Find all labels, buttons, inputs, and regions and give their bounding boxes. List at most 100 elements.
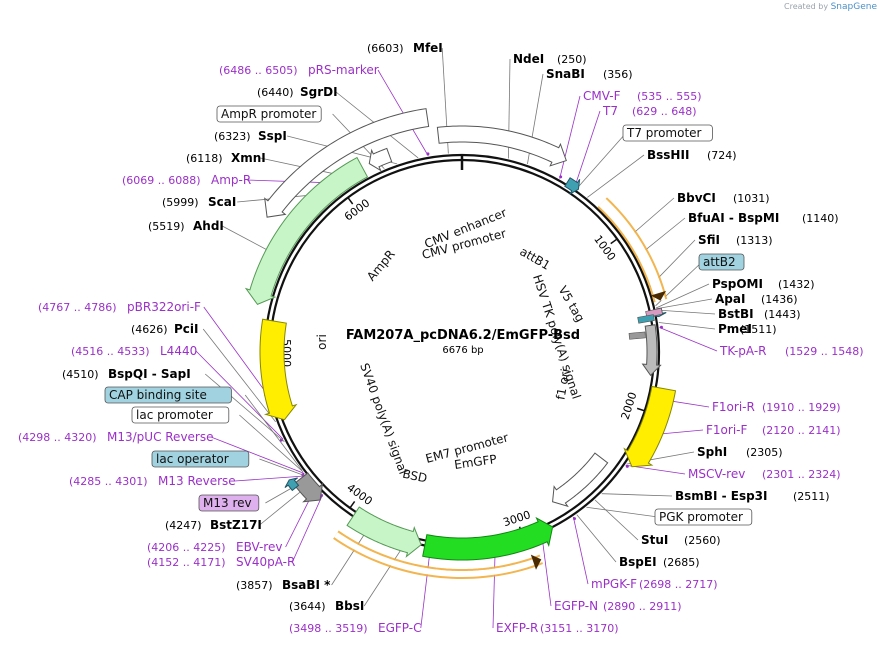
leader-line (655, 283, 710, 309)
leader-line (574, 110, 601, 188)
snabi-name: SnaBI (546, 67, 585, 81)
sv40-poly-a (292, 472, 324, 503)
ndei-name: NdeI (513, 52, 544, 66)
leader-line (492, 548, 496, 629)
xmni-position: (6118) (186, 152, 223, 165)
leader-line (559, 95, 581, 179)
cmv-f-name: CMV-F (583, 89, 621, 103)
m13-puc-position: (4298 .. 4320) (18, 431, 97, 444)
credit-prefix: Created by (784, 2, 829, 11)
bbvci-position: (1031) (733, 192, 770, 205)
sspi-name: SspI (258, 129, 287, 143)
pcii-position: (4626) (131, 323, 168, 336)
egfp-n-position: (2890 .. 2911) (603, 600, 682, 613)
sphi-position: (2305) (746, 446, 783, 459)
pgk-promoter-box (654, 508, 753, 526)
bsabi-name: BsaBI * (282, 578, 331, 592)
f1-ori (623, 385, 677, 468)
l4440-position: (4516 .. 4533) (71, 345, 150, 358)
ndei-position: (250) (557, 53, 587, 66)
tk-pa-r-position: (1529 .. 1548) (785, 345, 864, 358)
bsd-label: BSD (401, 467, 428, 486)
pbr322ori-position: (4767 .. 4786) (38, 301, 117, 314)
bbsi-position: (3644) (289, 600, 326, 613)
bspei-name: BspEI (619, 555, 657, 569)
prs-marker-name: pRS-marker (308, 63, 379, 77)
tick-mark (636, 407, 645, 412)
leader-line (586, 506, 659, 518)
t7-position: (629 .. 648) (632, 105, 697, 118)
t7-name: T7 (602, 104, 618, 118)
tick-label: 2000 (619, 390, 640, 421)
ampr (244, 156, 369, 306)
bspqi-name: BspQI - SapI (108, 367, 191, 381)
f1ori-f-position: (2120 .. 2141) (762, 424, 841, 437)
stui-name: StuI (641, 533, 668, 547)
ampr-promoter-lbl-box (216, 105, 322, 123)
exfp-r-name: EXFP-R (496, 621, 538, 635)
cmv-promoter (436, 125, 567, 167)
f1ori-r-position: (1910 .. 1929) (762, 401, 841, 414)
bsd-orange-core (334, 532, 543, 577)
fam207a-orange-core (598, 198, 666, 302)
pbr322ori-name: pBR322ori-F (127, 300, 201, 314)
sv40-poly-a-label: SV40 poly(A) signal (357, 361, 410, 476)
ampr-label: AmpR (364, 247, 398, 283)
sphi-name: SphI (697, 445, 727, 459)
tick-label: 4000 (344, 481, 374, 508)
primer-mark (559, 175, 563, 179)
f1-ori-label: f1 ori (553, 368, 572, 401)
mfei-position: (6603) (367, 42, 404, 55)
leader-line (576, 514, 617, 563)
mini-feature (637, 314, 655, 324)
pmei-position: (1511) (740, 323, 777, 336)
plasmid-length: 6676 bp (442, 345, 483, 356)
lac-operator-box (151, 450, 250, 468)
egfp-c-name: EGFP-C (378, 621, 421, 635)
lac-operator-label: lac operator (156, 452, 229, 466)
mini-feature (628, 331, 646, 340)
leader-line (659, 327, 718, 352)
bbsi-name: BbsI (335, 599, 364, 613)
lac-promoter-label: lac promoter (136, 408, 213, 422)
bsmbi-name: BsmBI - Esp3I (675, 489, 767, 503)
plasmid-name: FAM207A_pcDNA6.2/EmGFP-Bsd (346, 328, 580, 343)
m13-reverse-name: M13 Reverse (158, 474, 236, 488)
mfei-name: MfeI (413, 41, 443, 55)
bstbi-position: (1443) (764, 308, 801, 321)
em7-promoter (552, 452, 609, 508)
leader-line (541, 534, 552, 607)
amp-r-position: (6069 .. 6088) (122, 174, 201, 187)
ori-label: ori (315, 334, 329, 350)
attb1-label: attB1 (517, 244, 552, 272)
leader-line (601, 493, 673, 497)
tick-mark (347, 197, 354, 205)
bsmbi-position: (2511) (793, 490, 830, 503)
cmv-enhancer (264, 108, 430, 218)
sfii-position: (1313) (736, 234, 773, 247)
leader-line (575, 132, 627, 190)
cap-site-label: CAP binding site (109, 388, 207, 402)
tick-label: 1000 (591, 233, 618, 263)
sfii-name: SfiI (698, 233, 720, 247)
leader-line (363, 542, 406, 607)
prs-marker-position: (6486 .. 6505) (219, 64, 298, 77)
leader-line (331, 527, 369, 586)
sv40pa-r-position: (4152 .. 4171) (147, 556, 226, 569)
leader-line (195, 350, 284, 440)
leader-line (234, 475, 307, 482)
m13-reverse-position: (4285 .. 4301) (69, 475, 148, 488)
leader-line (594, 499, 639, 541)
t7-promoter-label: T7 promoter (626, 126, 702, 140)
t7-promoter-box (622, 124, 713, 142)
xmni-name: XmnI (231, 151, 266, 165)
ebv-rev-name: EBV-rev (236, 540, 282, 554)
egfp-n-name: EGFP-N (554, 599, 598, 613)
bfuai-name: BfuAI - BspMI (688, 211, 779, 225)
stui-position: (2560) (684, 534, 721, 547)
tk-pa-r-name: TK-pA-R (719, 344, 767, 358)
primer-mark (659, 325, 663, 329)
pmei-name: PmeI (718, 322, 752, 336)
lac-stack (284, 477, 300, 492)
sgrdi-name: SgrDI (300, 85, 338, 99)
